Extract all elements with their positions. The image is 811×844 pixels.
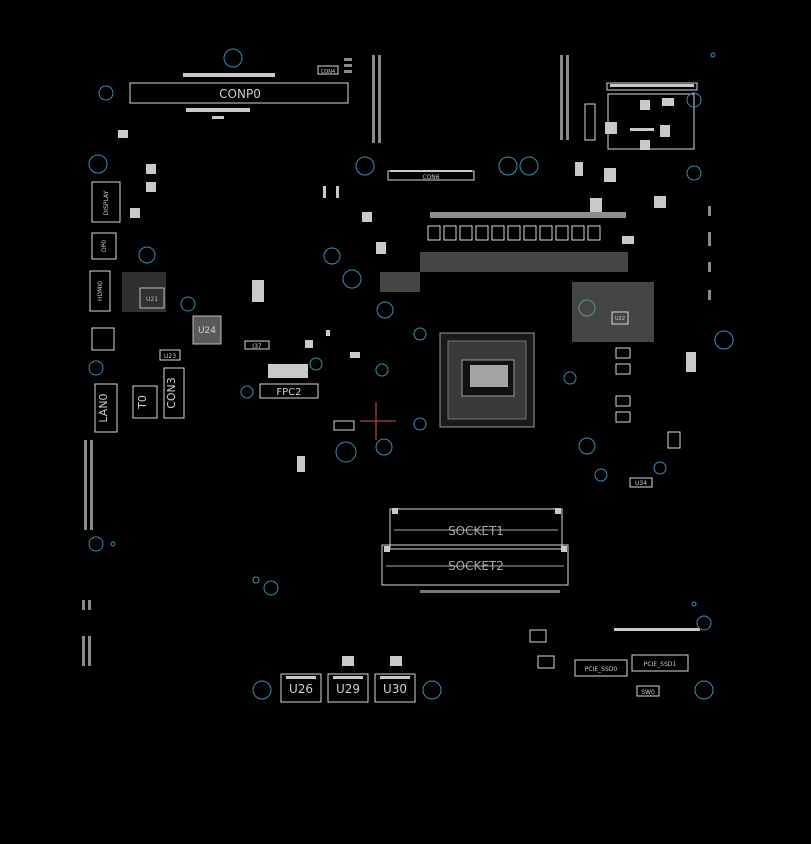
j37-label: J37 bbox=[251, 343, 262, 350]
con4-label: CON4 bbox=[321, 69, 335, 75]
t0-label: T0 bbox=[136, 395, 149, 410]
via bbox=[263, 580, 279, 596]
via bbox=[519, 156, 539, 176]
u23-label: U23 bbox=[164, 353, 176, 360]
u21-label: U21 bbox=[146, 296, 158, 303]
via bbox=[323, 247, 341, 265]
hdmi0-label: HDMI0 bbox=[97, 281, 104, 301]
via bbox=[342, 269, 362, 289]
u30-label: U30 bbox=[383, 682, 407, 696]
via bbox=[98, 85, 114, 101]
socket1-memory-slot[interactable]: SOCKET1 bbox=[389, 508, 563, 550]
u26-chip[interactable]: U26 bbox=[280, 673, 322, 703]
sw0-label: SW0 bbox=[641, 689, 655, 696]
u22-label: U22 bbox=[615, 316, 625, 322]
via bbox=[686, 92, 702, 108]
via bbox=[413, 417, 427, 431]
via bbox=[696, 615, 712, 631]
u24-chip[interactable]: U24 bbox=[192, 315, 222, 345]
u22-chip[interactable]: U22 bbox=[572, 282, 654, 342]
left-edge-pads bbox=[82, 440, 93, 666]
lan0-label: LAN0 bbox=[97, 393, 110, 422]
j37-header[interactable]: J37 bbox=[244, 340, 270, 350]
mounting-hole bbox=[252, 680, 272, 700]
u29-chip[interactable]: U29 bbox=[327, 673, 369, 703]
pcie-ssd0-connector[interactable]: PCIE_SSD0 bbox=[574, 659, 628, 677]
right-regulator-cluster bbox=[615, 347, 696, 449]
small-component[interactable] bbox=[333, 420, 355, 431]
fpc2-connector[interactable]: FPC2 bbox=[259, 364, 319, 399]
con3-label: CON3 bbox=[165, 377, 178, 409]
u34-label: U34 bbox=[635, 480, 647, 487]
u24-label: U24 bbox=[198, 326, 216, 336]
via bbox=[252, 576, 260, 584]
mounting-hole bbox=[422, 680, 442, 700]
top-right-connector[interactable] bbox=[584, 82, 698, 150]
via bbox=[413, 327, 427, 341]
u34-chip[interactable]: U34 bbox=[629, 477, 653, 488]
u21-chip[interactable]: U21 bbox=[122, 272, 166, 312]
via bbox=[376, 301, 394, 319]
pcie-ssd1-connector[interactable]: PCIE_SSD1 bbox=[614, 628, 700, 672]
via bbox=[563, 371, 577, 385]
via bbox=[498, 156, 518, 176]
via bbox=[375, 363, 389, 377]
socket2-memory-slot[interactable]: SOCKET2 bbox=[381, 544, 569, 586]
conp0-connector[interactable]: CONP0 bbox=[129, 73, 349, 119]
cpu-socket[interactable] bbox=[439, 332, 535, 428]
crosshair-cursor bbox=[360, 402, 396, 440]
via bbox=[578, 437, 596, 455]
via bbox=[88, 536, 104, 552]
via bbox=[240, 385, 254, 399]
con3-connector[interactable]: CON3 bbox=[163, 367, 185, 419]
right-edge-pads bbox=[708, 206, 711, 300]
fpc2-label: FPC2 bbox=[276, 387, 301, 398]
con6-label: CON6 bbox=[422, 174, 439, 181]
via bbox=[594, 468, 608, 482]
con4-box[interactable]: CON4 bbox=[317, 65, 339, 75]
socket1-label: SOCKET1 bbox=[448, 524, 504, 538]
via bbox=[355, 156, 375, 176]
pad-column bbox=[344, 55, 569, 143]
con6-connector[interactable]: CON6 bbox=[387, 170, 475, 181]
dp0-label: DP0 bbox=[101, 240, 108, 252]
via bbox=[110, 541, 116, 547]
pcie-ssd0-label: PCIE_SSD0 bbox=[585, 666, 618, 673]
misc-small-parts bbox=[252, 140, 666, 472]
via bbox=[138, 246, 156, 264]
t0-transformer[interactable]: T0 bbox=[132, 385, 158, 419]
conp0-label: CONP0 bbox=[219, 87, 261, 101]
u23-chip[interactable]: U23 bbox=[159, 349, 181, 361]
via bbox=[653, 461, 667, 475]
mounting-hole bbox=[223, 48, 243, 68]
u26-label: U26 bbox=[289, 682, 313, 696]
bottom-center-components bbox=[342, 590, 560, 669]
via bbox=[691, 601, 697, 607]
via bbox=[180, 296, 196, 312]
mounting-hole bbox=[694, 680, 714, 700]
via bbox=[714, 330, 734, 350]
lan0-connector[interactable]: LAN0 bbox=[94, 383, 118, 433]
via bbox=[335, 441, 357, 463]
pcie-ssd1-label: PCIE_SSD1 bbox=[644, 661, 677, 668]
sw0-switch[interactable]: SW0 bbox=[636, 685, 660, 697]
left-io-cluster: DISPLAY DP0 HDMI0 bbox=[88, 130, 156, 376]
via bbox=[686, 165, 702, 181]
display-label: DISPLAY bbox=[103, 190, 110, 215]
u30-chip[interactable]: U30 bbox=[374, 673, 416, 703]
via bbox=[375, 438, 393, 456]
u29-label: U29 bbox=[336, 682, 360, 696]
via bbox=[710, 52, 716, 58]
vrm-array bbox=[380, 212, 628, 292]
via bbox=[309, 357, 323, 371]
